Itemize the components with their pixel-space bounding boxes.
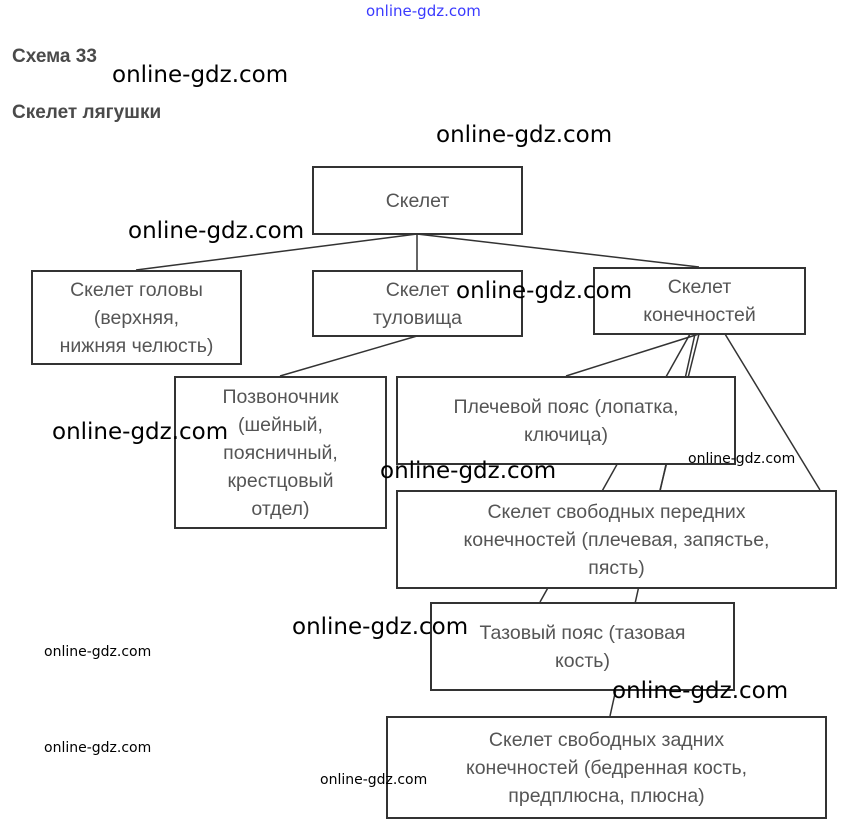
watermark: online-gdz.com	[128, 218, 305, 244]
watermark: online-gdz.com	[688, 451, 796, 467]
node-front-limbs: Скелет свободных передних конечностей (п…	[396, 490, 837, 589]
node-pelvic-girdle: Тазовый пояс (тазовая кость)	[430, 602, 735, 691]
watermark: online-gdz.com	[436, 122, 613, 148]
watermark: online-gdz.com	[320, 772, 428, 788]
line-limbs-front-right	[724, 333, 821, 491]
node-hind-limbs: Скелет свободных задних конечностей (бед…	[386, 716, 827, 819]
page-title: Скелет лягушки	[12, 102, 162, 123]
watermark: online-gdz.com	[366, 2, 481, 20]
node-spine: Позвоночник (шейный, поясничный, крестцо…	[174, 376, 387, 529]
watermark: online-gdz.com	[112, 62, 289, 88]
scheme-number: Схема 33	[12, 46, 97, 67]
watermark: online-gdz.com	[456, 278, 633, 304]
watermark: online-gdz.com	[380, 458, 557, 484]
node-head-skeleton: Скелет головы (верхняя, нижняя челюсть)	[31, 270, 242, 365]
watermark: online-gdz.com	[52, 419, 229, 445]
watermark: online-gdz.com	[44, 644, 152, 660]
watermark: online-gdz.com	[612, 678, 789, 704]
node-limbs-skeleton: Скелет конечностей	[593, 267, 806, 335]
line-root-head	[135, 233, 418, 271]
line-limbs-shoulder	[565, 333, 700, 377]
watermark: online-gdz.com	[44, 740, 152, 756]
node-trunk-skeleton: Скелет туловища	[312, 270, 523, 337]
node-shoulder-girdle: Плечевой пояс (лопатка, ключица)	[396, 376, 736, 465]
line-trunk-spine	[279, 335, 418, 377]
line-root-limbs	[416, 233, 700, 268]
watermark: online-gdz.com	[292, 614, 469, 640]
node-skeleton: Скелет	[312, 166, 523, 235]
